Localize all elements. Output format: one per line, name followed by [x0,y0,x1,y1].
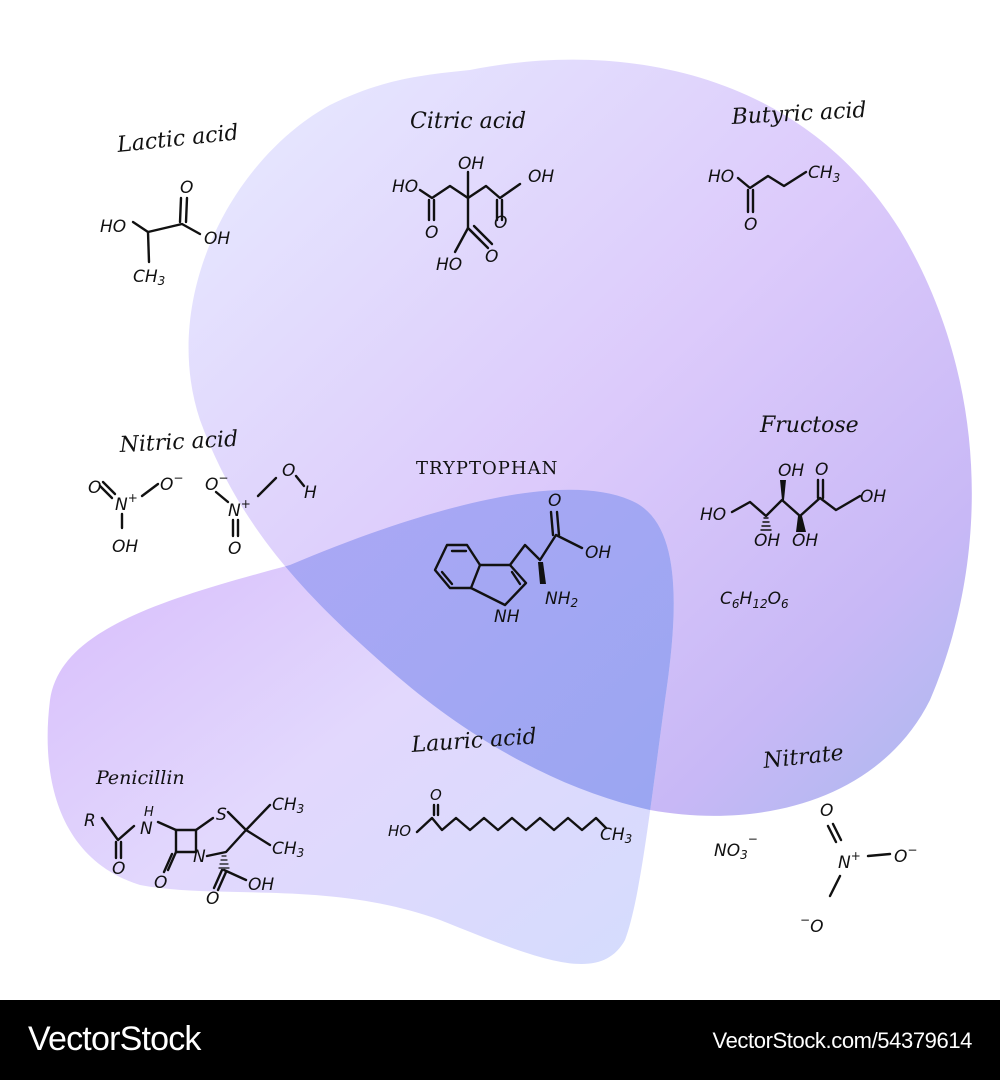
atom: CH3 [133,267,165,288]
atom: NH [494,607,520,627]
atom: S [216,805,227,825]
atom: OH [248,875,274,895]
atom: O [282,461,295,481]
atom: H [304,483,317,503]
atom: O [485,247,498,267]
watermark-footer: VectorStock VectorStock.com/54379614 [0,1000,1000,1080]
label-penicillin: Penicillin [95,767,185,789]
atom: OH [204,229,230,249]
atom: O [744,215,757,235]
wedge-bond [538,562,546,584]
atom: CH3 [272,839,304,860]
atom: −O [800,913,823,937]
label-lactic-acid: Lactic acid [115,120,240,158]
atom: OH [754,531,780,551]
molecule-tryptophan: TRYPTOPHAN NH O OH NH2 [416,458,611,627]
wedge-bond [796,516,806,532]
atom: HO [700,505,726,525]
label-nitric-acid: Nitric acid [118,427,239,458]
chemistry-illustration: Lactic acid HO O OH CH3 Citric acid OH H… [47,59,972,964]
atom: CH3 [600,825,632,846]
molecule-nitric-acid: Nitric acid O N+ O− OH O− N+ O H O [88,427,317,559]
atom: O [228,539,241,559]
atom: OH [528,167,554,187]
molecule-fructose: Fructose HO O OH OH OH OH C6H12O6 [700,413,886,611]
atom: O [430,786,442,804]
atom: NH2 [545,589,578,610]
atom: HO [708,167,734,187]
atom: O [112,859,125,879]
atom: NO3− [714,832,758,862]
atom: OH [585,543,611,563]
molecule-penicillin: Penicillin R O H N O N S CH3 CH3 OH O [84,767,304,909]
atom: HO [388,822,411,840]
molecule-butyric-acid: Butyric acid HO O CH3 [708,98,867,235]
atom: O− [160,471,183,495]
atom: CH3 [808,163,840,185]
atom: O [206,889,219,909]
label-citric-acid: Citric acid [410,109,526,134]
atom: R [84,811,96,831]
atom: N+ [838,849,861,873]
atom: O [494,213,507,233]
molecule-citric-acid: Citric acid OH HO O O OH HO O [392,109,554,275]
atom: O− [894,843,917,867]
overlap-region [188,489,674,816]
wedge-bond [780,480,786,500]
atom: O [820,801,833,821]
atom: O [815,460,828,480]
stock-id-link[interactable]: VectorStock.com/54379614 [712,1028,973,1053]
atom: O [154,873,167,893]
atom: O [180,178,193,198]
atom: O [425,223,438,243]
atom: O [88,478,101,498]
atom: HO [100,217,126,237]
atom: N+ [228,497,251,521]
atom: O [548,491,561,511]
atom: OH [860,487,886,507]
atom: CH3 [272,795,304,816]
brand-logo: VectorStock [28,1020,201,1058]
label-fructose: Fructose [759,413,859,438]
atom: OH [458,154,484,174]
atom: OH [778,461,804,481]
label-tryptophan: TRYPTOPHAN [416,458,558,479]
atom: OH [112,537,138,557]
atom: N [140,819,153,839]
atom: HO [436,255,462,275]
atom: H [144,805,154,820]
molecule-lactic-acid: Lactic acid HO O OH CH3 [100,120,240,288]
atom: HO [392,177,418,197]
atom: N [193,847,206,867]
atom: N+ [115,491,138,515]
atom: OH [792,531,818,551]
